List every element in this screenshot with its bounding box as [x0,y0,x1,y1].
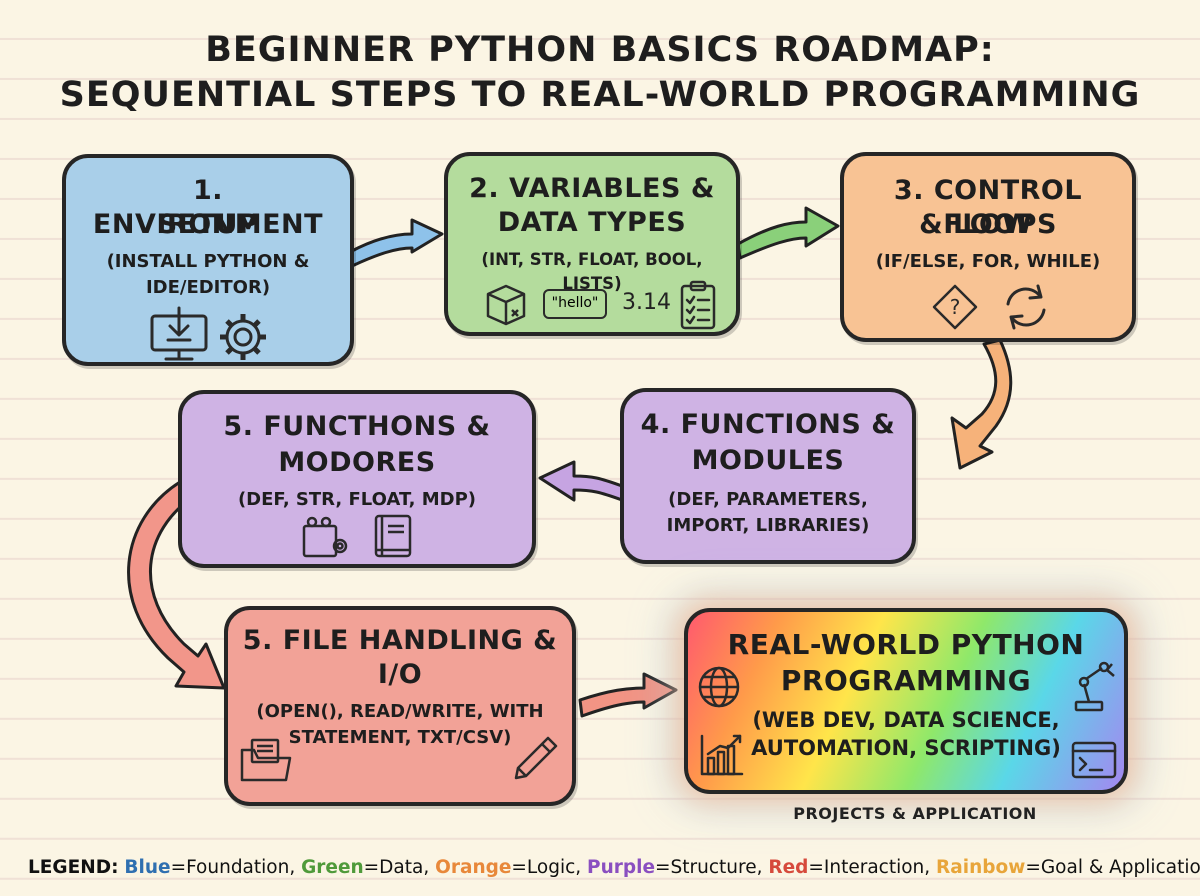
arrow-2-to-3 [736,206,840,260]
step-7-heading-line-1: REAL-WORLD PYTHON [727,628,1085,661]
terminal-icon [1070,740,1118,780]
legend-blue: Blue [124,857,171,878]
folder-document-icon [238,736,292,786]
title-line-2: SEQUENTIAL STEPS TO REAL-WORLD PROGRAMMI… [59,75,1141,115]
legend-green: Green [301,857,364,878]
step-2-heading-line-2: DATA TYPES [497,207,687,238]
legend-purple: Purple [587,857,656,878]
svg-text:?: ? [950,295,961,319]
step-7-heading-line-2: PROGRAMMING [780,664,1032,697]
legend-label: LEGEND: [28,857,119,878]
legend-red-meaning: =Interaction, [808,857,937,878]
box-icon [482,282,530,328]
step-3-control-flow-loops: 3. CONTROL FLOW & LOOPS (IF/ELSE, FOR, W… [840,152,1136,342]
step-1-environment-setup: 1. ENVIRONMENT SETUP (INSTALL PYTHON & I… [62,154,354,366]
legend-rainbow-meaning: =Goal & Application [1025,857,1200,878]
robot-arm-icon [1068,658,1118,714]
float-value-text: 3.14 [622,290,671,315]
arrow-4-to-5 [538,460,624,502]
projects-caption: PROJECTS & APPLICATION [793,804,1037,823]
legend: LEGEND: Blue=Foundation, Green=Data, Ora… [28,857,1200,878]
arrow-1-to-2 [348,218,444,268]
step-1-heading-line-1: 1. ENVIRONMENT [92,175,324,240]
step-4-functions-modules: 4. FUNCTIONS & MODULES (DEF, PARAMETERS,… [620,388,916,564]
step-2-sub-line-1: (INT, STR, FLOAT, BOOL, LISTS) [481,250,703,293]
pencil-icon [510,734,560,784]
arrow-file-to-realworld [578,672,678,718]
loop-arrows-icon [1000,282,1052,332]
step-1-sub-line-2: IDE/EDITOR) [145,277,271,298]
step-7-sub-line-1: (WEB DEV, DATA SCIENCE, [752,708,1060,732]
gear-icon [218,312,268,362]
legend-red: Red [768,857,809,878]
step-5-sub-line-1: (DEF, STR, FLOAT, MDP) [237,489,477,510]
step-5-heading-line-1: 5. FUNCTHONS & [223,411,491,442]
decision-diamond-icon: ? [930,282,980,332]
bar-chart-icon [698,732,746,778]
legend-blue-meaning: =Foundation, [170,857,302,878]
step-6-heading-line-1: 5. FILE HANDLING & [242,625,558,656]
step-1-heading-line-2: SETUP [157,209,259,240]
step-6-heading-line-2: I/O [377,659,423,690]
step-7-sub-line-2: AUTOMATION, SCRIPTING) [751,736,1061,760]
step-5-heading-line-2: MODORES [278,447,436,478]
legend-orange-meaning: =Logic, [511,857,588,878]
step-4-sub-line-1: (DEF, PARAMETERS, [668,489,868,510]
arrow-3-to-4 [950,338,1013,470]
book-icon [372,512,414,560]
step-3-sub-line-1: (IF/ELSE, FOR, WHILE) [875,251,1101,272]
step-2-variables-data-types: 2. VARIABLES & DATA TYPES (INT, STR, FLO… [444,152,740,336]
blocks-gear-icon [300,512,352,560]
step-6-sub-line-2: STATEMENT, TXT/CSV) [288,727,512,748]
speech-bubble-icon: "hello" [543,289,607,319]
step-5-functhons-modores: 5. FUNCTHONS & MODORES (DEF, STR, FLOAT,… [178,390,536,568]
step-1-sub-line-1: (INSTALL PYTHON & [106,251,310,272]
step-3-heading-line-2: & LOOPS [919,209,1057,240]
legend-purple-meaning: =Structure, [655,857,769,878]
legend-rainbow: Rainbow [936,857,1026,878]
globe-icon [696,664,742,710]
title-line-1: BEGINNER PYTHON BASICS ROADMAP: [205,30,995,70]
legend-green-meaning: =Data, [363,857,436,878]
step-3-heading-line-1: 3. CONTROL FLOW [893,175,1083,240]
download-monitor-icon [148,306,210,362]
step-6-sub-line-1: (OPEN(), READ/WRITE, WITH [256,701,544,722]
clipboard-checklist-icon [678,280,718,330]
step-7-real-world-python: REAL-WORLD PYTHON PROGRAMMING (WEB DEV, … [684,608,1128,794]
step-2-heading-line-1: 2. VARIABLES & [469,173,715,204]
step-4-heading-line-1: 4. FUNCTIONS & [640,409,896,440]
legend-orange: Orange [435,857,512,878]
step-4-heading-line-2: MODULES [691,445,845,476]
step-4-sub-line-2: IMPORT, LIBRARIES) [666,515,870,536]
